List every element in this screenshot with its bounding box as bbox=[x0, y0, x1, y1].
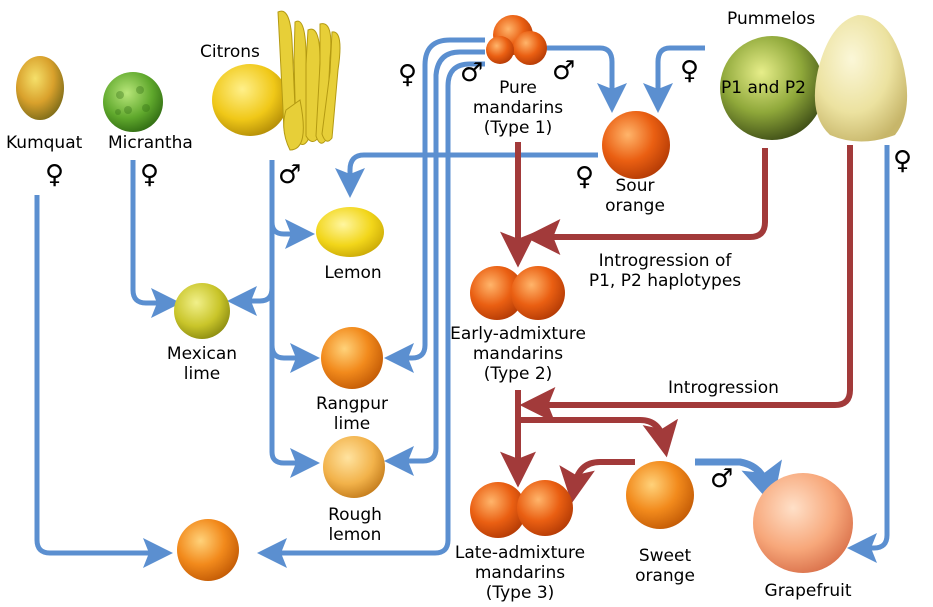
female-symbol-left-mandarin: ♀ bbox=[398, 60, 418, 90]
rough-lemon-fruit bbox=[323, 436, 385, 498]
label-micrantha: Micrantha bbox=[108, 133, 193, 153]
label-kumquat: Kumquat bbox=[6, 133, 83, 153]
label-lemon: Lemon bbox=[324, 263, 382, 283]
bottom-orange-fruit bbox=[177, 519, 239, 581]
arrow-pummelo-to-sour-orange bbox=[643, 45, 705, 113]
pure-mandarins-fruit bbox=[486, 15, 547, 65]
grapefruit-fruit bbox=[753, 473, 853, 573]
arrow-kumquat-to-bottom-fruit bbox=[34, 195, 173, 568]
buddhas-hand-fruit bbox=[277, 10, 341, 151]
rangpur-lime-fruit bbox=[321, 327, 383, 389]
sour-orange-fruit bbox=[602, 111, 670, 179]
male-symbol-left-mandarin: ♂ bbox=[460, 58, 484, 88]
label-p1p2: P1 and P2 bbox=[721, 78, 806, 98]
arrow-pummelo-introgression bbox=[519, 145, 853, 423]
male-symbol-sweet-orange: ♂ bbox=[710, 464, 734, 494]
pummelo-green-fruit bbox=[720, 36, 824, 140]
arrow-citrons-trunk bbox=[269, 160, 320, 478]
arrow-citrons-to-rangpur bbox=[269, 343, 320, 373]
arrow-pummelo-to-grapefruit bbox=[847, 145, 890, 563]
arrow-citrons-to-lemon bbox=[269, 219, 315, 249]
arrow-early-to-sweet-orange bbox=[518, 417, 679, 458]
late-admixture-fruit bbox=[470, 480, 573, 538]
female-symbol-pummelo: ♀ bbox=[680, 56, 700, 86]
arrow-micrantha-to-mexican-lime bbox=[130, 160, 181, 318]
lemon-fruit bbox=[316, 207, 384, 257]
arrow-citrons-to-mexican-lime bbox=[227, 286, 275, 316]
pummelo-pale-fruit bbox=[814, 15, 908, 142]
label-grapefruit: Grapefruit bbox=[764, 581, 852, 601]
arrow-mandarin-to-sour-orange bbox=[545, 45, 627, 113]
female-symbol-sour-orange: ♀ bbox=[575, 162, 595, 192]
arrow-sweet-orange-to-grapefruit bbox=[695, 458, 782, 506]
male-symbol-citrons: ♂ bbox=[278, 160, 302, 190]
arrow-mandarin-to-bottom-fruit bbox=[257, 61, 485, 568]
micrantha-texture bbox=[115, 86, 150, 115]
female-symbol-micrantha: ♀ bbox=[140, 160, 160, 190]
sweet-orange-fruit bbox=[626, 461, 694, 529]
label-citrons: Citrons bbox=[200, 42, 260, 62]
female-symbol-grapefruit-line: ♀ bbox=[893, 146, 913, 176]
early-admixture-fruit bbox=[470, 266, 565, 320]
kumquat-fruit bbox=[16, 56, 64, 120]
arrow-mandarin-to-rangpur bbox=[384, 37, 485, 373]
female-symbol-kumquat: ♀ bbox=[45, 160, 65, 190]
arrow-p1p2-introgression bbox=[524, 148, 768, 255]
arrow-sweet-orange-to-late-admixture bbox=[559, 459, 635, 504]
label-introgression: Introgression bbox=[668, 378, 779, 398]
label-pummelos: Pummelos bbox=[727, 9, 816, 29]
citron-fruit bbox=[212, 64, 288, 136]
arrow-mandarin-to-rough-lemon bbox=[384, 49, 485, 476]
arrow-sour-orange-to-lemon bbox=[335, 152, 598, 198]
mexican-lime-fruit bbox=[174, 283, 230, 339]
male-symbol-right-mandarin: ♂ bbox=[552, 56, 576, 86]
micrantha-fruit bbox=[103, 72, 163, 132]
